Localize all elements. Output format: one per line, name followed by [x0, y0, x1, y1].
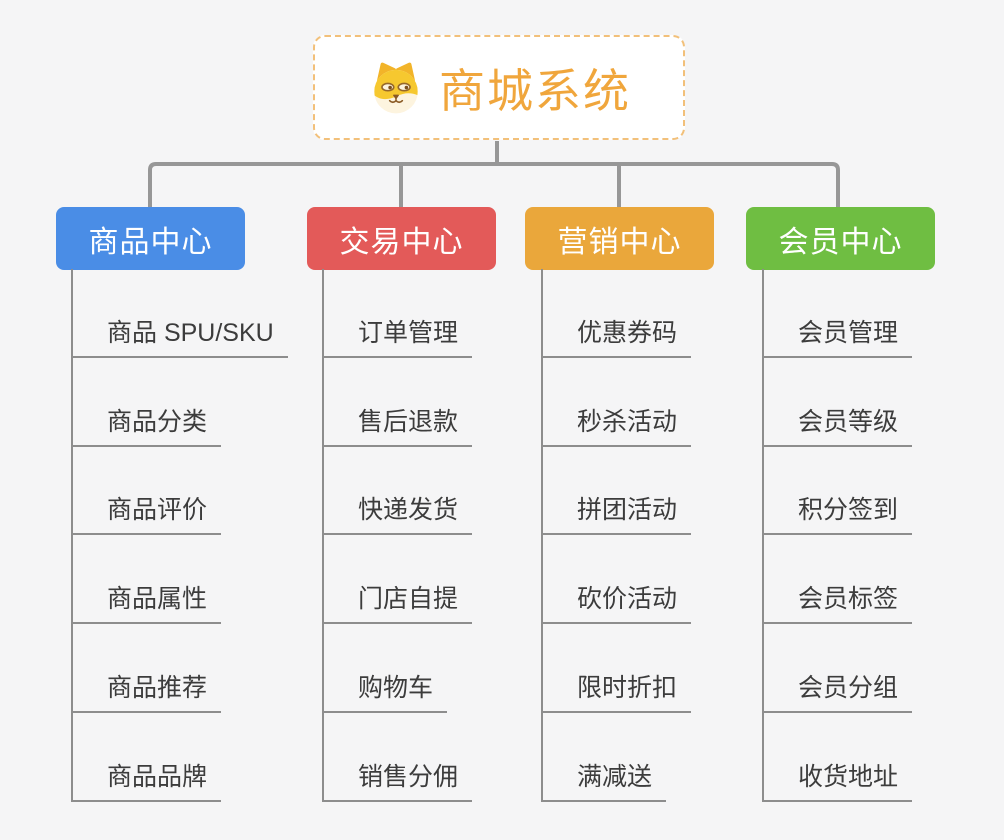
dog-face-icon	[374, 62, 418, 113]
branch-trunk-line	[322, 269, 324, 802]
child-topic[interactable]: 砍价活动	[541, 583, 692, 624]
branch-label: 营销中心	[557, 225, 682, 259]
branch-trunk-line	[541, 269, 543, 802]
child-topic[interactable]: 订单管理	[322, 317, 473, 358]
branch-label: 交易中心	[339, 225, 464, 259]
branch-label: 会员中心	[778, 225, 903, 259]
child-topic[interactable]: 商品评价	[71, 494, 222, 535]
child-topic[interactable]: 商品 SPU/SKU	[71, 317, 288, 358]
child-topic[interactable]: 门店自提	[322, 583, 473, 624]
child-topic[interactable]: 购物车	[322, 672, 448, 713]
child-topic[interactable]: 积分签到	[762, 494, 913, 535]
child-topic[interactable]: 售后退款	[322, 406, 473, 447]
branch-label: 商品中心	[88, 225, 213, 259]
branch-trunk-line	[762, 269, 764, 802]
child-topic[interactable]: 销售分佣	[322, 761, 473, 802]
child-topic[interactable]: 商品品牌	[71, 761, 222, 802]
child-topic[interactable]: 拼团活动	[541, 494, 692, 535]
child-topic[interactable]: 商品推荐	[71, 672, 222, 713]
root-node[interactable]: 商城系统	[313, 35, 685, 140]
child-topic[interactable]: 快递发货	[322, 494, 473, 535]
branch-node-trade-center[interactable]: 交易中心	[307, 207, 496, 270]
child-topic[interactable]: 秒杀活动	[541, 406, 692, 447]
child-topic[interactable]: 会员等级	[762, 406, 913, 447]
child-topic[interactable]: 会员标签	[762, 583, 913, 624]
branch-trunk-line	[71, 269, 73, 802]
child-topic[interactable]: 会员管理	[762, 317, 913, 358]
child-topic[interactable]: 商品属性	[71, 583, 222, 624]
child-topic[interactable]: 会员分组	[762, 672, 913, 713]
child-topic[interactable]: 收货地址	[762, 761, 913, 802]
child-topic[interactable]: 满减送	[541, 761, 667, 802]
branch-node-member-center[interactable]: 会员中心	[746, 207, 935, 270]
child-topic[interactable]: 商品分类	[71, 406, 222, 447]
root-title: 商城系统	[439, 64, 631, 117]
branch-bus-line	[148, 162, 840, 207]
child-topic[interactable]: 优惠券码	[541, 317, 692, 358]
child-topic[interactable]: 限时折扣	[541, 672, 692, 713]
branch-node-product-center[interactable]: 商品中心	[56, 207, 245, 270]
branch-node-marketing-center[interactable]: 营销中心	[525, 207, 714, 270]
